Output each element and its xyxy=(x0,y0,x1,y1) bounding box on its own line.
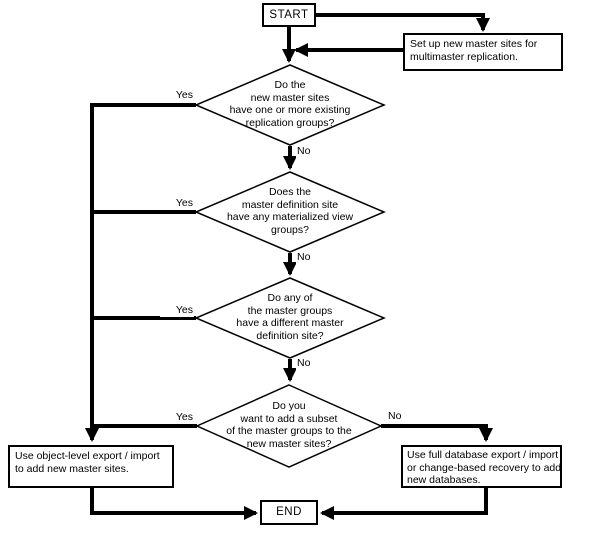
start-terminal: START xyxy=(262,3,316,27)
decision2-no-label: No xyxy=(296,251,312,264)
setup-line-2: multimaster replication. xyxy=(410,51,518,63)
decision3-diamond xyxy=(194,277,386,359)
decision4-line-1: Do you xyxy=(272,400,306,412)
decision1-no-label: No xyxy=(296,145,312,158)
decision4-diamond xyxy=(195,384,383,468)
decision3-line-1: Do any of xyxy=(267,292,313,304)
decision1-line-1: Do the xyxy=(274,79,306,91)
start-label: START xyxy=(269,8,309,21)
decision4-line-3: of the master groups to the xyxy=(226,425,352,437)
decision3-line-4: definition site? xyxy=(256,329,324,342)
decision4-yes-label: Yes xyxy=(160,411,194,424)
decision1-line-4: replication groups? xyxy=(245,116,335,129)
arrow-left-outcome-to-end xyxy=(90,486,258,520)
decision3-line-3: have a different master xyxy=(236,317,344,329)
decision3-text: Do any of the master groups have a diffe… xyxy=(202,292,378,342)
decision2-diamond xyxy=(194,171,386,253)
yes-rail-to-left-outcome xyxy=(85,103,196,442)
decision2-text: Does the master definition site have any… xyxy=(202,186,378,236)
decision2-line-1: Does the xyxy=(268,186,312,198)
yes-outcome-box: Use object-level export / import to add … xyxy=(8,445,174,488)
decision3-no-label: No xyxy=(296,357,312,370)
decision1-text: Do the new master sites have one or more… xyxy=(202,79,378,129)
no-outcome-line-2: or change-based recovery to add xyxy=(407,461,562,474)
decision1-yes-label: Yes xyxy=(160,89,194,102)
decision2-line-3: have any materialized view xyxy=(226,211,354,223)
no-branch-decision4-to-right-outcome xyxy=(381,424,493,442)
yes-outcome-line-2: to add new master sites. xyxy=(15,463,129,475)
decision3-yes-label: Yes xyxy=(160,304,194,317)
setup-process-box: Set up new master sites for multimaster … xyxy=(403,33,563,71)
decision4-text: Do you want to add a subset of the maste… xyxy=(201,400,377,450)
decision4-line-2: want to add a subset xyxy=(240,412,338,425)
decision1-line-2: new master sites xyxy=(250,91,330,104)
end-label: END xyxy=(276,506,302,518)
decision3-line-2: the master groups xyxy=(247,304,333,317)
decision1-diamond xyxy=(194,64,386,146)
setup-line-1: Set up new master sites for xyxy=(410,38,538,50)
decision1-line-3: have one or more existing xyxy=(229,104,351,116)
no-outcome-line-3: new databases. xyxy=(407,474,481,486)
decision2-yes-label: Yes xyxy=(160,197,194,210)
no-outcome-box: Use full database export / import or cha… xyxy=(401,445,562,488)
yes-outcome-line-1: Use object-level export / import xyxy=(15,450,160,462)
arrow-start-to-setup xyxy=(316,13,490,32)
no-outcome-line-1: Use full database export / import xyxy=(407,449,559,461)
decision4-line-4: new master sites? xyxy=(246,437,332,450)
end-terminal: END xyxy=(260,500,318,525)
decision4-no-label: No xyxy=(387,410,403,423)
decision2-line-4: groups? xyxy=(271,223,309,236)
arrow-right-outcome-to-end xyxy=(320,486,488,520)
decision2-line-2: master definition site xyxy=(241,198,339,211)
